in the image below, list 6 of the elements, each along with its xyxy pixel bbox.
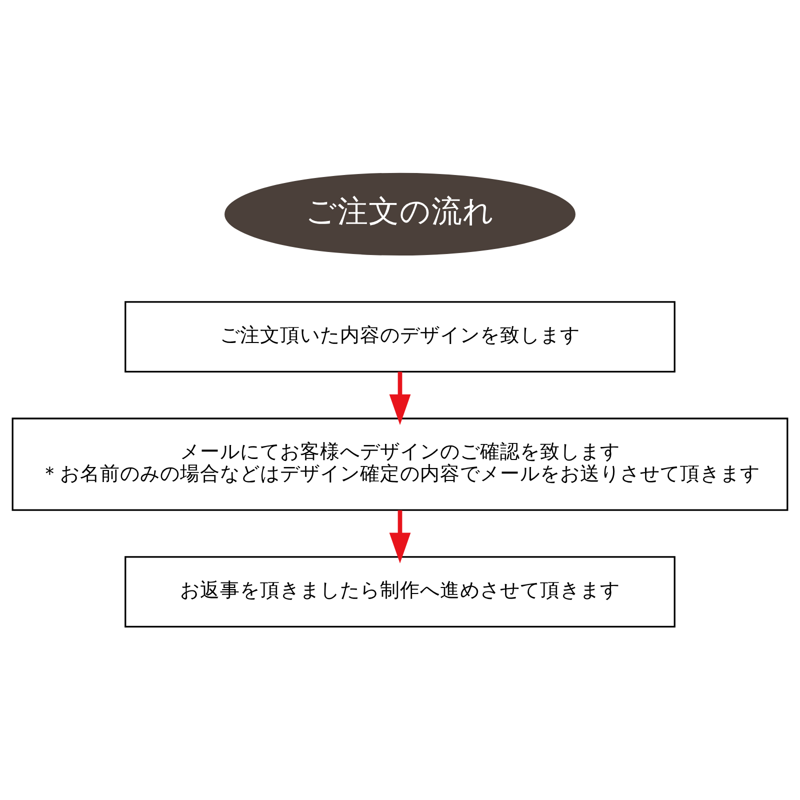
node-ellipse: ご注文の流れ xyxy=(224,172,576,256)
arrow xyxy=(389,372,411,425)
arrow xyxy=(389,510,411,564)
node-box: ご注文頂いた内容のデザインを致します xyxy=(124,301,676,372)
node-box: メールにてお客様へデザインのご確認を致します ＊お名前のみの場合などはデザイン確定の内容でメールをお送りさせて頂きます xyxy=(12,418,788,511)
node-box: お返事を頂きましたら制作へ進めさせて頂きます xyxy=(124,556,676,628)
